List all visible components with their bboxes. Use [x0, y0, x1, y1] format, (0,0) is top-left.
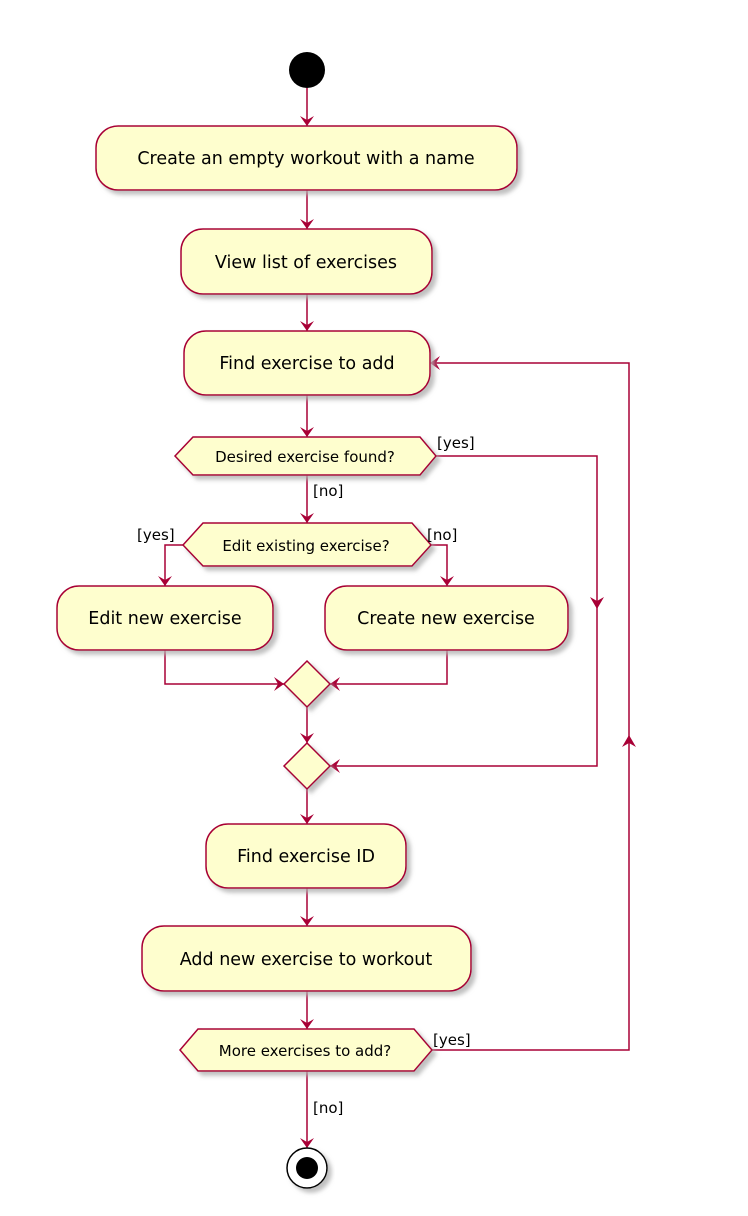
decision-desired-found: Desired exercise found?: [173, 436, 437, 476]
arrow-head: [330, 677, 340, 691]
arrow-head: [330, 759, 340, 773]
edge-edit-yes: [164, 544, 183, 586]
arrow-head: [158, 576, 172, 586]
activity-add-to-workout: Add new exercise to workout: [141, 925, 472, 992]
guard-labels: [yes] [no] [yes] [no] [yes] [no]: [137, 434, 475, 1117]
arrow-head: [300, 427, 314, 437]
edge-edit-to-merge: [164, 650, 284, 685]
activity-create-workout: Create an empty workout with a name: [95, 125, 518, 191]
decision-edit-existing: Edit existing exercise?: [181, 522, 433, 567]
start-node: [289, 52, 325, 88]
arrow-head: [300, 219, 314, 229]
activity-label: Find exercise to add: [219, 354, 394, 374]
arrow-head: [300, 814, 314, 824]
arrow-head: [274, 677, 284, 691]
arrow-head: [300, 1019, 314, 1029]
arrow-head: [430, 356, 440, 370]
arrow-head: [300, 513, 314, 523]
edges: [164, 88, 630, 1148]
arrow-head: [300, 1138, 314, 1148]
arrow-head: [300, 916, 314, 926]
guard-found-no: [no]: [313, 482, 343, 500]
edge-edit-no: [431, 544, 448, 586]
activity-edit-new: Edit new exercise: [56, 585, 274, 651]
guard-more-no: [no]: [313, 1099, 343, 1117]
decision-label: More exercises to add?: [219, 1042, 391, 1060]
arrow-head: [622, 735, 636, 747]
arrow-head: [300, 733, 314, 743]
activity-view-list: View list of exercises: [180, 228, 433, 295]
merge-diamond: [282, 741, 332, 791]
activity-find-id: Find exercise ID: [205, 823, 407, 889]
guard-edit-no: [no]: [427, 526, 457, 544]
decision-label: Desired exercise found?: [215, 448, 395, 466]
activity-label: Find exercise ID: [237, 847, 375, 867]
end-node: [286, 1147, 328, 1189]
guard-found-yes: [yes]: [437, 434, 475, 452]
guard-more-yes: [yes]: [433, 1031, 471, 1049]
guard-edit-yes: [yes]: [137, 526, 175, 544]
edge-more-yes: [430, 362, 630, 1051]
edge-found-yes: [330, 455, 598, 767]
activity-label: Create an empty workout with a name: [137, 149, 474, 169]
activity-label: Edit new exercise: [88, 609, 241, 629]
arrowheads: [158, 116, 636, 1148]
activity-label: Create new exercise: [357, 609, 535, 629]
arrow-head: [300, 321, 314, 331]
decision-more-to-add: More exercises to add?: [179, 1028, 433, 1072]
activity-label: View list of exercises: [215, 253, 397, 273]
merge-diamond: [282, 659, 332, 709]
arrow-head: [440, 576, 454, 586]
arrow-head: [590, 597, 604, 609]
arrow-head: [300, 116, 314, 126]
activity-create-new: Create new exercise: [324, 585, 569, 651]
edge-create-to-merge: [330, 650, 448, 685]
decision-label: Edit existing exercise?: [222, 537, 389, 555]
activity-label: Add new exercise to workout: [180, 950, 433, 970]
activity-find-exercise: Find exercise to add: [183, 330, 431, 396]
